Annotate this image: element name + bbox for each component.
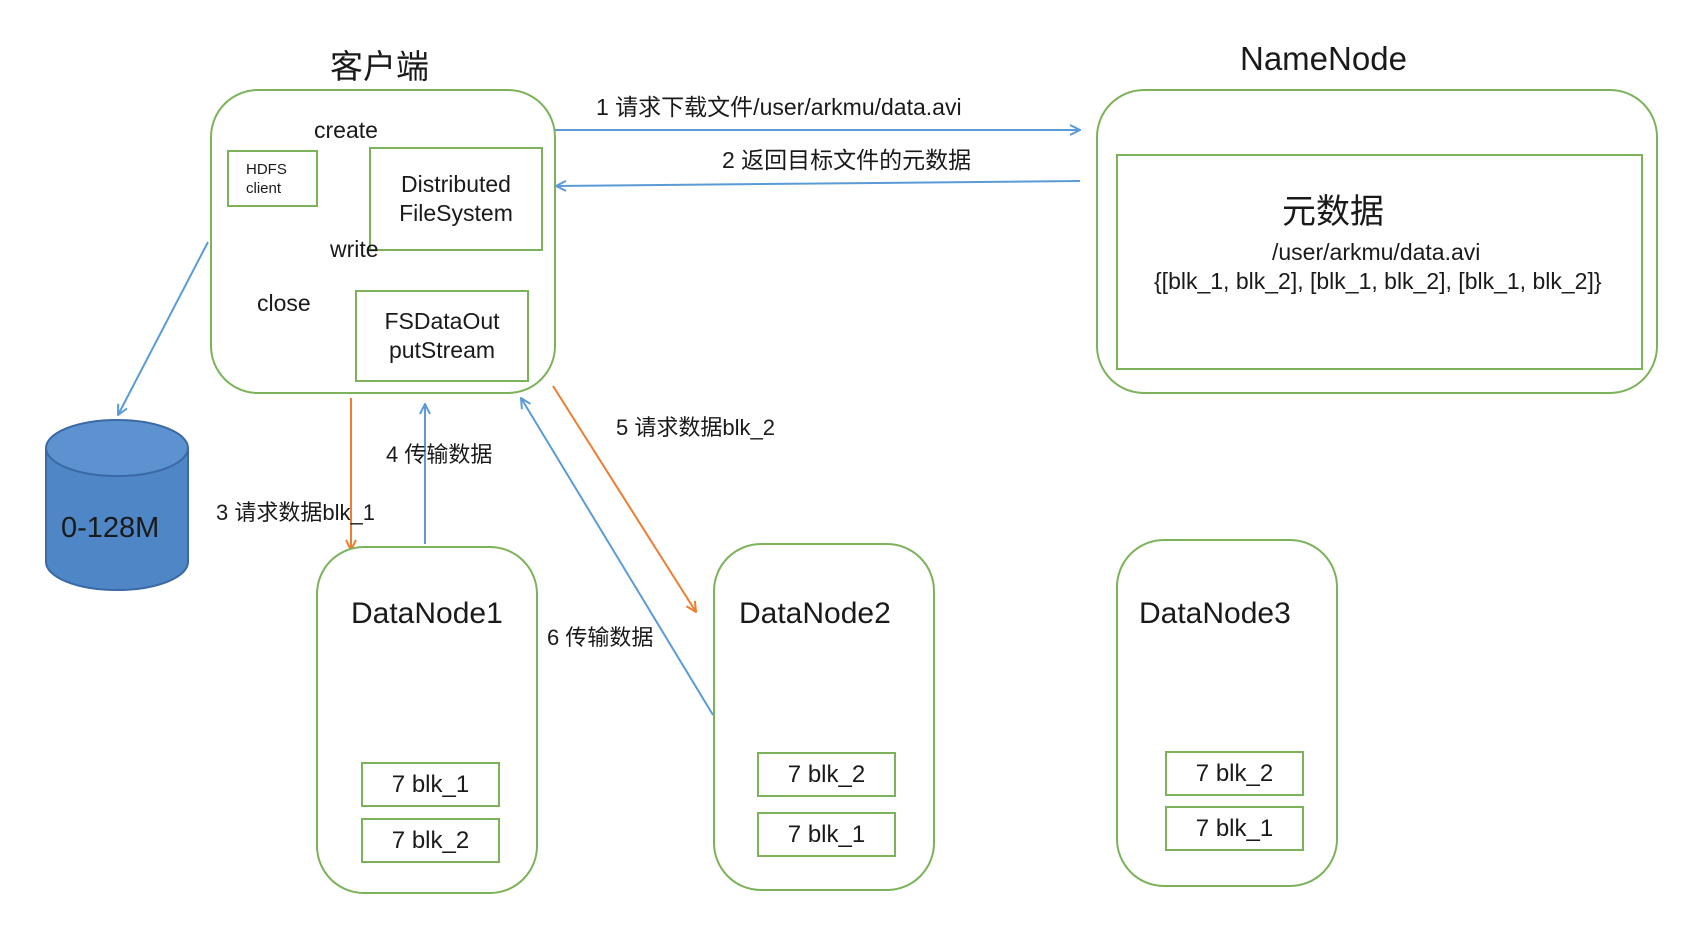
arrow-request-blk2 xyxy=(552,385,696,612)
storage-label: 0-128M xyxy=(61,512,160,544)
step5-label: 5 请求数据blk_2 xyxy=(616,415,775,440)
step6-label: 6 传输数据 xyxy=(547,625,654,650)
step1-label: 1 请求下载文件/user/arkmu/data.avi xyxy=(596,94,962,120)
datanode2-block-2: 7 blk_1 xyxy=(757,812,896,857)
datanode2-block-1: 7 blk_2 xyxy=(757,752,896,797)
step4-label: 4 传输数据 xyxy=(386,442,493,467)
datanode1-block-1: 7 blk_1 xyxy=(361,762,500,807)
metadata-path: /user/arkmu/data.avi xyxy=(1272,239,1481,265)
arrow-return-metadata xyxy=(556,180,1081,186)
distributed-filesystem-label: Distributed FileSystem xyxy=(399,171,513,226)
datanode1-block-2: 7 blk_2 xyxy=(361,818,500,863)
fsdataoutputstream-label: FSDataOut putStream xyxy=(384,308,500,363)
close-label: close xyxy=(257,290,311,316)
datanode3-block-1: 7 blk_2 xyxy=(1165,751,1304,796)
hdfs-client-label: HDFS client xyxy=(246,160,287,197)
step3-label: 3 请求数据blk_1 xyxy=(216,500,375,525)
arrow-client-to-storage xyxy=(118,241,209,415)
datanode2-title: DataNode2 xyxy=(739,597,891,630)
arrow-transfer-dn2 xyxy=(521,398,714,716)
datanode3-title: DataNode3 xyxy=(1139,597,1291,630)
hdfs-client-box: HDFS client xyxy=(227,150,318,207)
client-title: 客户端 xyxy=(330,48,429,85)
datanode1-title: DataNode1 xyxy=(351,597,503,630)
metadata-blocks: {[blk_1, blk_2], [blk_1, blk_2], [blk_1,… xyxy=(1154,268,1602,294)
fsdataoutputstream-box: FSDataOut putStream xyxy=(355,290,529,382)
datanode3-block-2: 7 blk_1 xyxy=(1165,806,1304,851)
distributed-filesystem-box: Distributed FileSystem xyxy=(369,147,543,251)
step2-label: 2 返回目标文件的元数据 xyxy=(722,147,972,173)
metadata-box xyxy=(1116,154,1643,370)
local-disk-cylinder xyxy=(45,419,189,591)
metadata-title: 元数据 xyxy=(1282,193,1384,231)
create-label: create xyxy=(314,117,378,143)
namenode-title: NameNode xyxy=(1240,40,1407,77)
write-label: write xyxy=(330,236,379,262)
